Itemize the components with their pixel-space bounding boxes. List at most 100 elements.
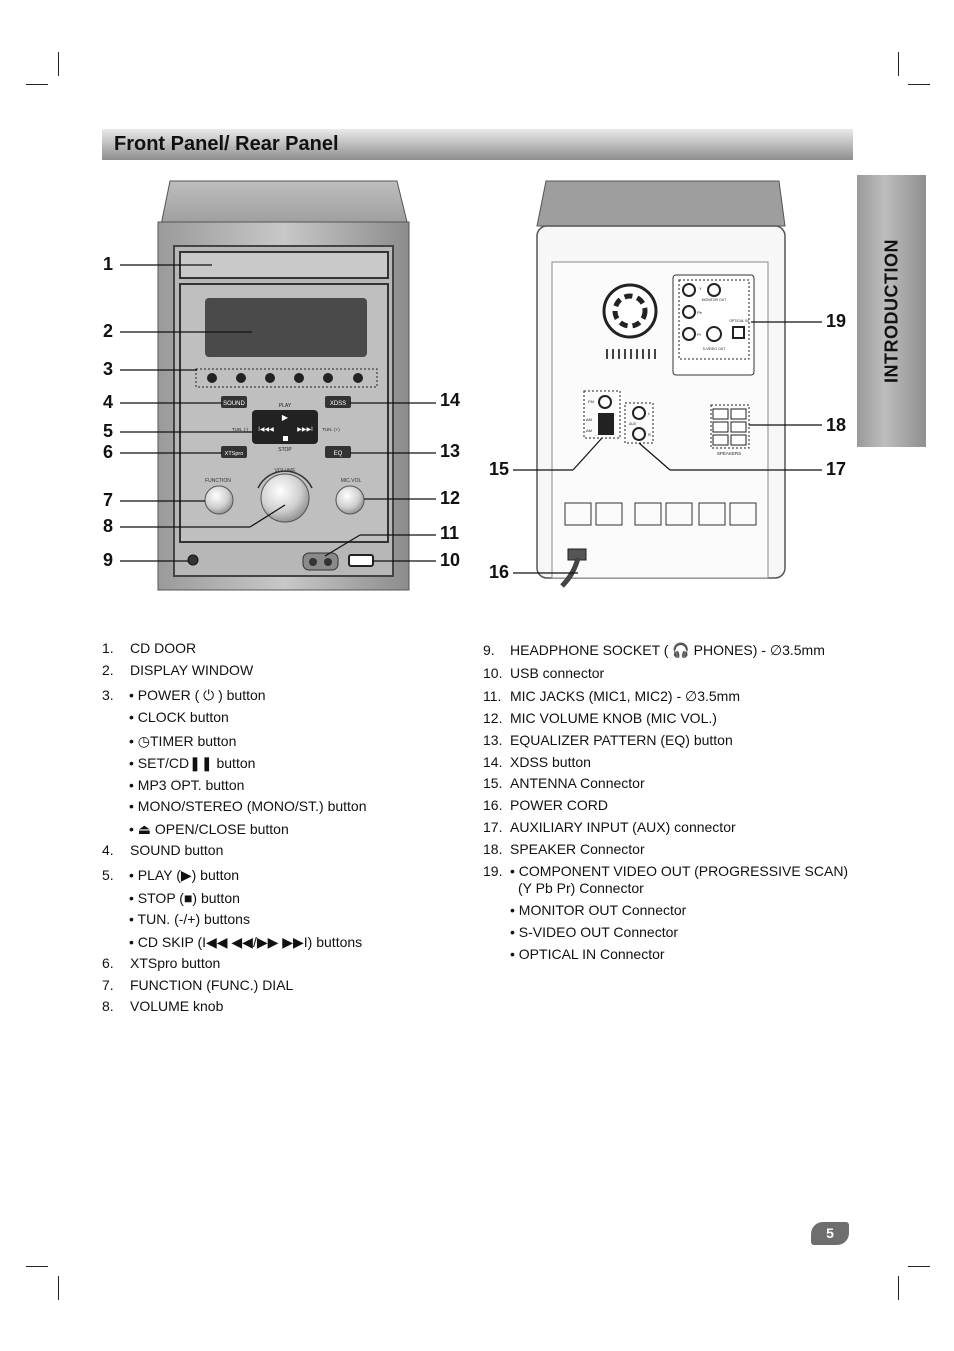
- optical-label: OPTICAL IN: [729, 319, 749, 323]
- xdss-button: [325, 396, 351, 408]
- callout-7: 7: [103, 490, 114, 510]
- rear-top: [536, 180, 786, 227]
- small-vents: [606, 349, 656, 359]
- fan-vent: [602, 283, 658, 339]
- svg-text:AM: AM: [586, 428, 592, 433]
- monitor-out-jack: [707, 283, 721, 297]
- sound-label: SOUND: [223, 401, 245, 407]
- optical-in-jack: [732, 326, 745, 339]
- callout-14: 14: [440, 390, 461, 410]
- play-label: PLAY: [279, 403, 292, 409]
- xdss-label: XDSS: [330, 401, 346, 407]
- svg-text:Pr: Pr: [697, 332, 702, 337]
- page-number: 5: [826, 1225, 834, 1241]
- crop-mark: [908, 1266, 930, 1267]
- crop-mark: [58, 52, 59, 76]
- power-button-icon: [207, 373, 217, 383]
- crop-mark: [898, 1276, 899, 1300]
- y-jack: [682, 283, 696, 297]
- tun-plus-label: TUN. (+): [322, 427, 340, 432]
- button-row-box: [195, 368, 378, 388]
- page-title: Front Panel/ Rear Panel: [114, 133, 339, 155]
- aux-l-jack: [632, 406, 646, 420]
- right-parts-list: 9.HEADPHONE SOCKET ( 🎧 PHONES) - ∅3.5mm …: [483, 642, 849, 962]
- function-dial: [204, 485, 234, 515]
- mic-vol-knob: [335, 485, 365, 515]
- stop-icon: [283, 436, 288, 441]
- callout-15: 15: [489, 459, 510, 479]
- left-parts-list: 1.CD DOOR 2.DISPLAY WINDOW 3.• POWER ( ⏻…: [102, 640, 367, 1014]
- pr-jack: [682, 327, 696, 341]
- mic2-jack: [324, 558, 332, 566]
- pb-jack: [682, 305, 696, 319]
- svg-text:FM: FM: [588, 399, 594, 404]
- mic-vol-label: MIC.VOL: [341, 478, 362, 484]
- clock-button-icon: [236, 373, 246, 383]
- mic-jacks: [302, 552, 339, 571]
- svideo-label: S-VIDEO OUT: [703, 347, 727, 351]
- eq-label: EQ: [334, 451, 343, 457]
- timer-button-icon: [265, 373, 275, 383]
- bottom-vents: [564, 502, 757, 526]
- page-number-badge: 5: [811, 1222, 849, 1245]
- svg-text:L: L: [648, 411, 651, 416]
- front-panel-diagram: SOUND XDSS PLAY ▶ I◀◀◀ ▶▶▶I TUN. (-) TUN…: [120, 180, 822, 591]
- monitor-out-label: MONITOR OUT: [702, 298, 728, 302]
- eq-button: [325, 446, 351, 458]
- tun-minus-label: TUN. (-): [232, 427, 249, 432]
- video-out-panel: [672, 274, 755, 376]
- callout-1: 1: [103, 254, 114, 274]
- skip-back-icon: I◀◀◀: [258, 427, 274, 433]
- am-terminal: [598, 413, 614, 435]
- fm-jack: [598, 395, 612, 409]
- callout-16: 16: [489, 562, 510, 582]
- crop-mark: [58, 1276, 59, 1300]
- volume-arc: [257, 470, 313, 489]
- svg-text:AM: AM: [586, 417, 592, 422]
- callout-13: 13: [440, 441, 461, 461]
- aux-r-jack: [632, 427, 646, 441]
- crop-mark: [898, 52, 899, 76]
- svg-text:R: R: [648, 432, 651, 437]
- callout-12: 12: [440, 488, 461, 508]
- cd-door: [179, 251, 389, 279]
- svg-text:Y: Y: [699, 286, 702, 291]
- crop-mark: [26, 84, 48, 85]
- front-callout-lines: [120, 264, 436, 562]
- callout-17: 17: [826, 459, 847, 479]
- callout-3: 3: [103, 359, 114, 379]
- usb-connector: [348, 554, 374, 567]
- callout-10: 10: [440, 550, 461, 570]
- side-tab: INTRODUCTION: [857, 175, 926, 447]
- mp3-opt-button-icon: [323, 373, 333, 383]
- svg-text:AUX: AUX: [629, 422, 637, 426]
- play-icon: ▶: [282, 413, 289, 422]
- svideo-jack: [706, 326, 722, 342]
- xtspro-button: [221, 446, 247, 458]
- set-button-icon: [294, 373, 304, 383]
- callout-18: 18: [826, 415, 847, 435]
- mic1-jack: [309, 558, 317, 566]
- callout-11: 11: [440, 523, 460, 543]
- callout-5: 5: [103, 421, 114, 441]
- skip-forward-icon: ▶▶▶I: [297, 427, 313, 433]
- transport-pad: [252, 410, 318, 444]
- crop-mark: [908, 84, 930, 85]
- svg-text:Pb: Pb: [697, 310, 703, 315]
- crop-mark: [26, 1266, 48, 1267]
- stop-label: STOP: [278, 447, 292, 453]
- callout-8: 8: [103, 516, 114, 536]
- sound-button: [221, 396, 247, 408]
- callout-9: 9: [103, 550, 114, 570]
- display-window: [205, 298, 367, 357]
- callout-6: 6: [103, 442, 114, 462]
- speakers-label: SPEAKERS: [717, 451, 741, 456]
- section-title-bar: Front Panel/ Rear Panel: [102, 129, 853, 160]
- xtspro-label: XTSpro: [225, 451, 244, 457]
- callout-2: 2: [103, 321, 114, 341]
- callout-19: 19: [826, 311, 847, 331]
- open-close-button-icon: [353, 373, 363, 383]
- callout-4: 4: [103, 392, 114, 412]
- headphone-socket: [187, 554, 199, 566]
- volume-knob: [260, 473, 310, 523]
